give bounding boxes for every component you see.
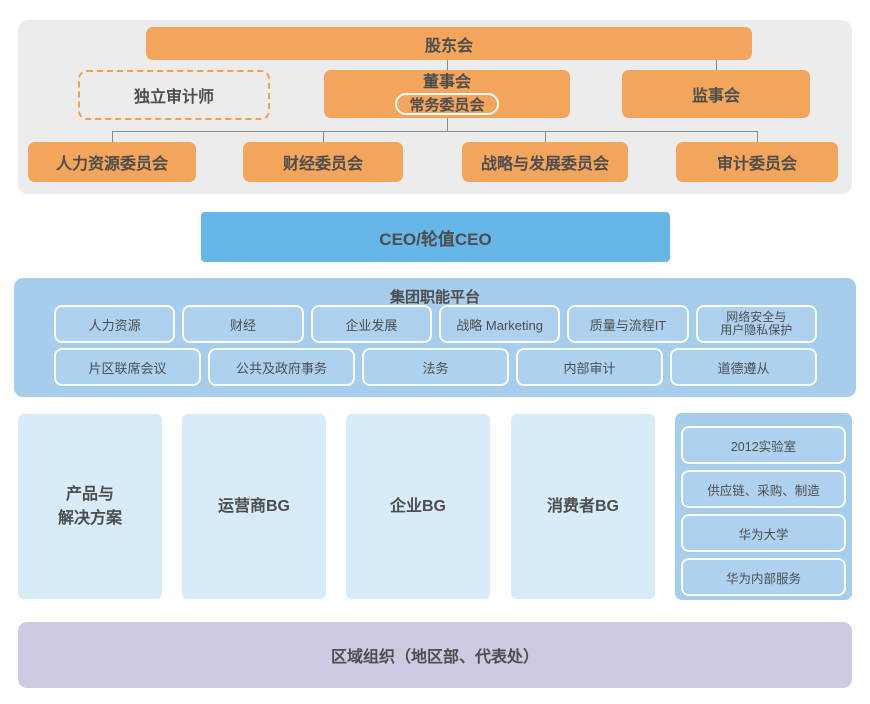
connector-line xyxy=(447,60,448,70)
support-box-supply-chain: 供应链、采购、制造 xyxy=(681,470,846,508)
support-units-panel: 2012实验室 供应链、采购、制造 华为大学 华为内部服务 xyxy=(675,413,852,600)
platform-box-ethics-compliance: 道德遵从 xyxy=(670,348,817,386)
support-box-2012-labs: 2012实验室 xyxy=(681,426,846,464)
group-functions-platform-panel: 集团职能平台 人力资源 财经 企业发展 战略 Marketing 质量与流程IT… xyxy=(14,278,856,397)
platform-box-finance: 财经 xyxy=(182,305,304,343)
connector-line xyxy=(323,131,324,142)
enterprise-bg-column: 企业BG xyxy=(346,414,490,599)
strategy-development-committee-box: 战略与发展委员会 xyxy=(462,142,628,182)
connector-line xyxy=(447,118,448,131)
hr-committee-box: 人力资源委员会 xyxy=(28,142,196,182)
platform-box-regional-joint-meeting: 片区联席会议 xyxy=(54,348,201,386)
support-box-huawei-university: 华为大学 xyxy=(681,514,846,552)
platform-box-strategy-marketing: 战略 Marketing xyxy=(438,305,561,343)
platform-box-legal: 法务 xyxy=(362,348,509,386)
platform-box-quality-process-it: 质量与流程IT xyxy=(567,305,689,343)
products-line1: 产品与 xyxy=(65,485,114,503)
regional-organizations-bar: 区域组织（地区部、代表处） xyxy=(18,622,852,688)
products-solutions-column: 产品与 解决方案 xyxy=(18,414,162,599)
cybersecurity-line2: 用户隐私保护 xyxy=(720,323,793,337)
finance-committee-box: 财经委员会 xyxy=(243,142,403,182)
connector-line xyxy=(112,131,758,132)
board-of-directors-label: 董事会 xyxy=(422,74,471,91)
carrier-bg-column: 运营商BG xyxy=(182,414,326,599)
connector-line xyxy=(716,60,717,70)
independent-auditor-box: 独立审计师 xyxy=(78,70,270,120)
platform-box-public-government-affairs: 公共及政府事务 xyxy=(208,348,355,386)
ceo-bar: CEO/轮值CEO xyxy=(201,212,670,262)
platform-box-cybersecurity-privacy: 网络安全与 用户隐私保护 xyxy=(695,305,817,343)
executive-committee-box: 常务委员会 xyxy=(395,93,499,115)
cybersecurity-line1: 网络安全与 xyxy=(726,310,787,324)
connector-line xyxy=(112,131,113,142)
platform-box-internal-audit: 内部审计 xyxy=(516,348,663,386)
consumer-bg-column: 消费者BG xyxy=(511,414,655,599)
products-line2: 解决方案 xyxy=(57,509,122,527)
platform-title: 集团职能平台 xyxy=(389,289,480,306)
platform-box-corporate-development: 企业发展 xyxy=(310,305,432,343)
connector-line xyxy=(545,131,546,142)
board-of-directors-box: 董事会 常务委员会 xyxy=(324,70,570,118)
platform-box-hr: 人力资源 xyxy=(54,305,176,343)
connector-line xyxy=(757,131,758,142)
platform-row-1: 人力资源 财经 企业发展 战略 Marketing 质量与流程IT 网络安全与 … xyxy=(54,305,817,343)
support-box-internal-services: 华为内部服务 xyxy=(681,558,846,596)
shareholders-meeting-box: 股东会 xyxy=(146,27,752,60)
audit-committee-box: 审计委员会 xyxy=(676,142,838,182)
supervisory-board-box: 监事会 xyxy=(622,70,810,118)
platform-row-2: 片区联席会议 公共及政府事务 法务 内部审计 道德遵从 xyxy=(54,348,817,386)
